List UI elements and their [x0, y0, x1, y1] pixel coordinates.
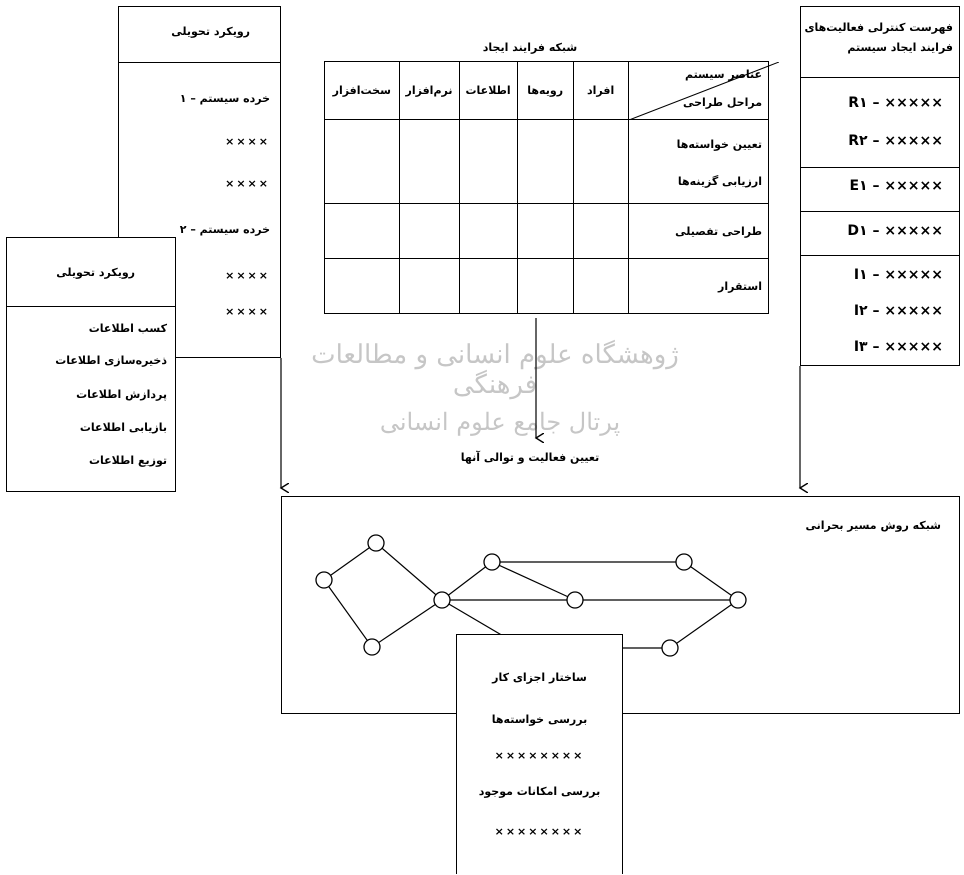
placeholder-mark: ××××	[225, 177, 270, 190]
network-node	[729, 591, 747, 609]
wbs-item: ساختار اجزای کار	[492, 671, 587, 684]
checklist-item: ××××× – D۱	[847, 223, 943, 239]
approach-title: رویکرد تحویلی	[56, 266, 135, 279]
network-node	[661, 639, 679, 657]
watermark-line-1: ژوهشگاه علوم انسانی و مطالعات فرهنگی	[311, 340, 679, 400]
grid-col-header: سخت‌افزار	[324, 61, 400, 120]
cpm-nodes	[315, 534, 747, 657]
subsystem-1-label: خرده سیستم – ۱	[179, 92, 270, 105]
checklist-divider	[801, 77, 959, 78]
checklist-item: ××××× – R۲	[848, 133, 943, 149]
process-grid-title: شبکه فرایند ایجاد	[482, 41, 578, 54]
checklist-divider	[801, 255, 959, 256]
grid-row-label: ارزیابی گزینه‌ها	[677, 175, 762, 188]
approach-divider	[119, 62, 280, 63]
network-node	[433, 591, 451, 609]
grid-row-header: تعیین خواسته‌ها ارزیابی گزینه‌ها	[627, 119, 770, 204]
grid-row: تعیین خواسته‌ها ارزیابی گزینه‌ها	[324, 119, 770, 204]
info-function-item: کسب اطلاعات	[88, 322, 167, 335]
info-function-item: بازیابی اطلاعات	[79, 421, 167, 434]
cpm-edges	[323, 542, 739, 649]
checklist-title-line1: فهرست کنترلی فعالیت‌های	[804, 21, 953, 34]
placeholder-mark: ××××	[225, 269, 270, 282]
grid-corner-top: عناصر سیستم	[684, 68, 762, 81]
grid-col-header: اطلاعات	[458, 61, 518, 120]
network-node	[483, 553, 501, 571]
checklist-divider	[801, 211, 959, 212]
checklist-title-line2: فرایند ایجاد سیستم	[847, 41, 953, 54]
wbs-item: بررسی امکانات موجود	[478, 785, 601, 798]
grid-corner-cell: عناصر سیستم مراحل طراحی	[627, 61, 779, 120]
watermark-line-2: پرتال جامع علوم انسانی	[379, 408, 621, 436]
info-function-item: پردازش اطلاعات	[76, 388, 167, 401]
checklist-item: ××××× – I۲	[853, 303, 943, 319]
placeholder-mark: ××××	[225, 305, 270, 318]
subsystem-2-label: خرده سیستم – ۲	[179, 223, 270, 236]
cpm-network-title: شبکه روش مسیر بحرانی	[805, 519, 941, 532]
checklist-item: ××××× – I۱	[853, 267, 943, 283]
arrow-caption: تعیین فعالیت و توالی آنها	[460, 451, 600, 464]
grid-col-header: افراد	[572, 61, 629, 120]
wbs-placeholder: ××××××××	[494, 749, 585, 762]
placeholder-mark: ××××	[225, 135, 270, 148]
grid-row: استقرار	[324, 258, 770, 314]
work-breakdown-box: ساختار اجزای کار بررسی خواسته‌ها ×××××××…	[456, 634, 623, 874]
network-node	[363, 638, 381, 656]
checklist-item: ××××× – E۱	[849, 178, 943, 194]
info-function-item: ذخیره‌سازی اطلاعات	[55, 354, 167, 367]
grid-row: طراحی تفصیلی	[324, 203, 770, 259]
approach-divider	[7, 306, 175, 307]
network-node	[675, 553, 693, 571]
network-node	[367, 534, 385, 552]
checklist-item: ××××× – R۱	[848, 95, 943, 111]
grid-row-label: استقرار	[627, 258, 770, 314]
checklist-box: فهرست کنترلی فعالیت‌های فرایند ایجاد سیس…	[800, 6, 960, 366]
info-function-item: توزیع اطلاعات	[88, 454, 167, 467]
approach-title: رویکرد تحویلی	[171, 25, 250, 38]
wbs-item: بررسی خواسته‌ها	[491, 713, 588, 726]
approach-box-information: رویکرد تحویلی کسب اطلاعات ذخیره‌سازی اطل…	[6, 237, 176, 492]
network-node	[315, 571, 333, 589]
wbs-placeholder: ××××××××	[494, 825, 585, 838]
grid-corner-bottom: مراحل طراحی	[682, 96, 762, 109]
checklist-item: ××××× – I۳	[853, 339, 943, 355]
grid-header-row: سخت‌افزار نرم‌افزار اطلاعات رویه‌ها افرا…	[324, 61, 779, 120]
grid-col-header: نرم‌افزار	[398, 61, 460, 120]
network-node	[566, 591, 584, 609]
process-grid-table: سخت‌افزار نرم‌افزار اطلاعات رویه‌ها افرا…	[324, 61, 779, 314]
corner-diagonal	[628, 62, 779, 120]
grid-row-label: تعیین خواسته‌ها	[676, 138, 762, 151]
checklist-divider	[801, 167, 959, 168]
